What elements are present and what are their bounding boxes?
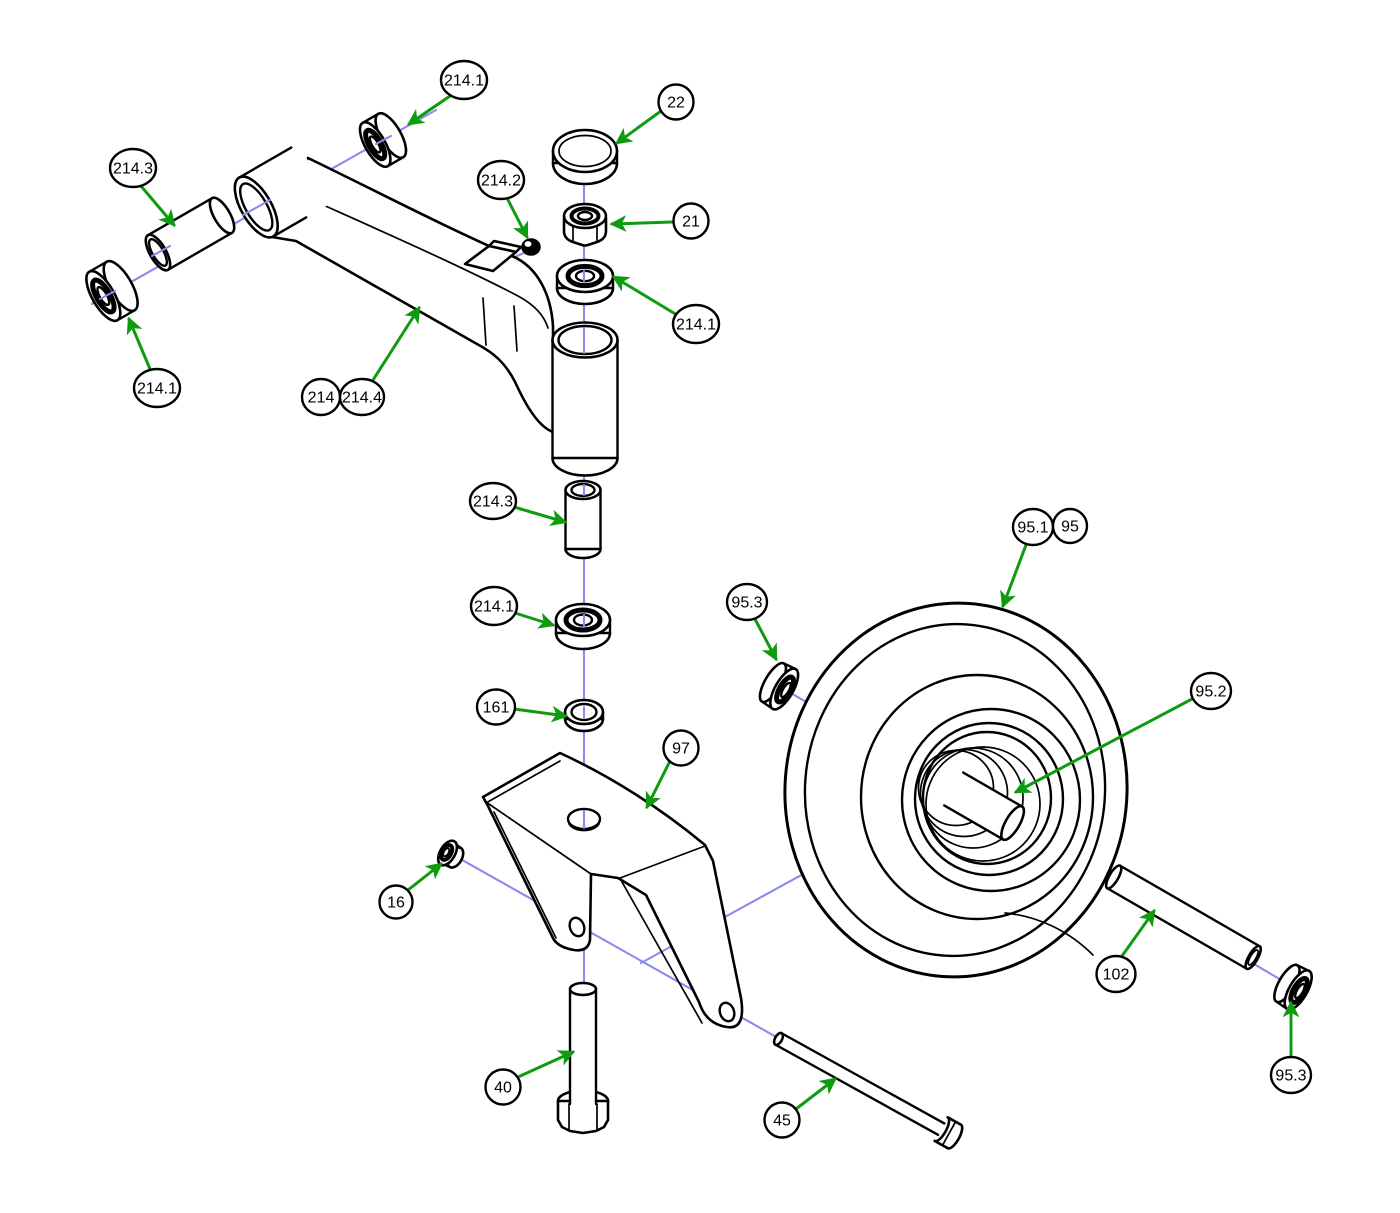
svg-text:95.2: 95.2 bbox=[1195, 684, 1226, 701]
spacer-tube-kingpin bbox=[564, 479, 602, 560]
arm-pivot-tube bbox=[233, 143, 333, 239]
svg-text:95.3: 95.3 bbox=[1275, 1068, 1306, 1085]
axle-bolt bbox=[772, 1031, 964, 1150]
callout-95.3-left: 95.3 bbox=[725, 582, 769, 622]
callout-214.4: 214.4 bbox=[338, 377, 386, 417]
svg-text:102: 102 bbox=[1103, 967, 1130, 984]
callout-95: 95 bbox=[1051, 507, 1089, 545]
kingpin-cylinder bbox=[551, 321, 619, 477]
svg-text:214.1: 214.1 bbox=[676, 317, 716, 334]
callout-95.3-right: 95.3 bbox=[1269, 1055, 1313, 1095]
callout-214.1-kingpin-upper: 214.1 bbox=[671, 303, 721, 345]
wheel-bearing-left bbox=[758, 661, 800, 711]
wheel-hub bbox=[917, 746, 1041, 862]
callout-21: 21 bbox=[672, 202, 710, 240]
callout-214.2: 214.2 bbox=[476, 159, 526, 201]
hub-axle-tube bbox=[942, 771, 1026, 842]
callout-16: 16 bbox=[378, 884, 414, 920]
callouts: 214.1 214.3 214.1 214.2 22 21 214.1 214 bbox=[108, 59, 1313, 1139]
callout-45: 45 bbox=[763, 1101, 801, 1139]
svg-text:214.3: 214.3 bbox=[473, 494, 513, 511]
callout-214.1-arm-left: 214.1 bbox=[132, 367, 182, 409]
svg-text:45: 45 bbox=[773, 1113, 791, 1130]
svg-text:97: 97 bbox=[672, 741, 690, 758]
kingpin-bolt bbox=[556, 981, 610, 1135]
svg-text:40: 40 bbox=[494, 1080, 512, 1097]
svg-text:22: 22 bbox=[667, 95, 685, 112]
svg-text:214.4: 214.4 bbox=[342, 390, 382, 407]
callout-161: 161 bbox=[475, 688, 517, 726]
svg-text:95.1: 95.1 bbox=[1017, 520, 1048, 537]
leader-arrows bbox=[126, 94, 1300, 1111]
svg-text:214: 214 bbox=[308, 390, 335, 407]
lock-nut bbox=[562, 202, 608, 247]
svg-text:95.3: 95.3 bbox=[731, 595, 762, 612]
svg-text:161: 161 bbox=[483, 700, 510, 717]
callout-214.3-arm: 214.3 bbox=[108, 147, 158, 189]
bearing-arm-left bbox=[85, 259, 139, 323]
svg-text:95: 95 bbox=[1061, 519, 1079, 536]
svg-text:214.3: 214.3 bbox=[113, 161, 153, 178]
callout-95.1: 95.1 bbox=[1011, 507, 1055, 547]
callout-214: 214 bbox=[300, 377, 342, 417]
axle-spacer-tube bbox=[1104, 864, 1263, 971]
callout-22: 22 bbox=[657, 83, 695, 121]
callout-214.1-kingpin-lower: 214.1 bbox=[469, 585, 519, 627]
swing-arm bbox=[264, 156, 555, 434]
callout-102: 102 bbox=[1095, 954, 1137, 994]
svg-text:214.1: 214.1 bbox=[137, 381, 177, 398]
svg-text:214.1: 214.1 bbox=[474, 599, 514, 616]
callout-95.2: 95.2 bbox=[1189, 671, 1233, 711]
svg-text:21: 21 bbox=[682, 214, 700, 231]
bearing-kingpin-upper bbox=[555, 258, 615, 306]
dust-cap bbox=[551, 128, 619, 186]
spacer-tube-upper-left bbox=[144, 196, 236, 272]
svg-text:16: 16 bbox=[387, 895, 405, 912]
flange-nut bbox=[436, 839, 465, 869]
callout-97: 97 bbox=[662, 729, 700, 767]
svg-text:214.2: 214.2 bbox=[481, 173, 521, 190]
svg-text:214.1: 214.1 bbox=[444, 73, 484, 90]
callout-214.1-arm-top: 214.1 bbox=[439, 59, 489, 101]
bearing-kingpin-lower bbox=[554, 602, 612, 651]
caster-fork bbox=[481, 751, 744, 1029]
wheel-bearing-right bbox=[1273, 963, 1313, 1011]
callout-40: 40 bbox=[484, 1068, 522, 1106]
set-screw bbox=[521, 238, 541, 256]
screw-boss bbox=[463, 239, 523, 273]
callout-214.3-kingpin: 214.3 bbox=[468, 481, 518, 521]
